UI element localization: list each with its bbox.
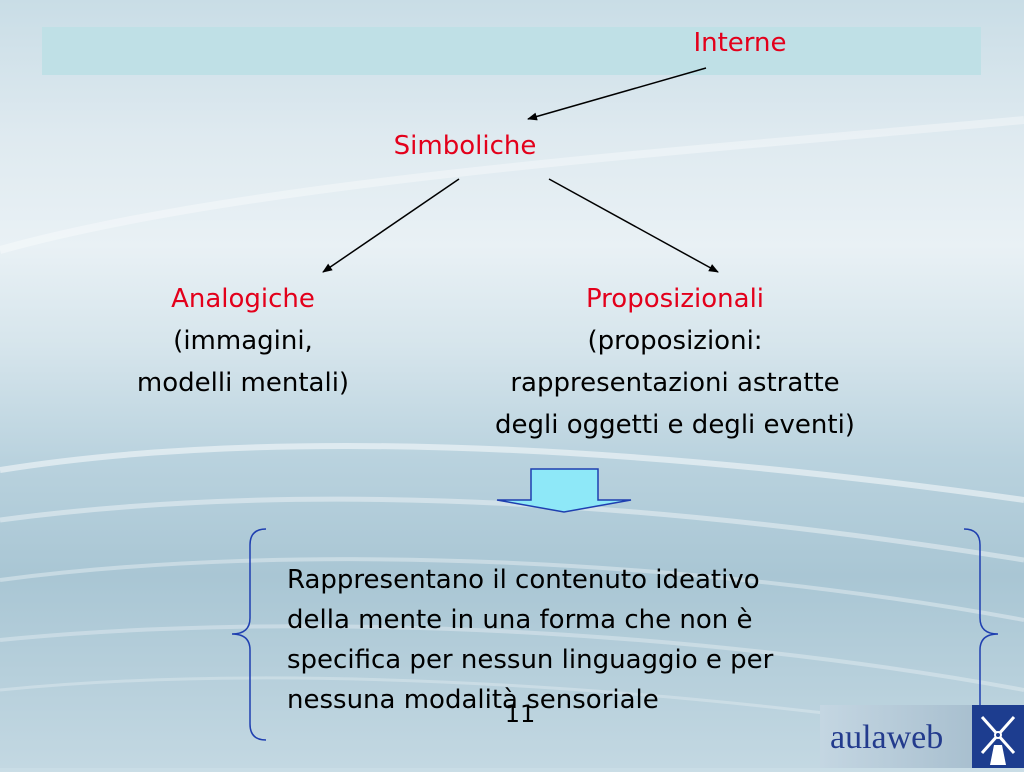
- node-interne: Interne: [693, 28, 787, 58]
- node-analogiche: Analogiche (immagini, modelli mentali): [88, 278, 398, 404]
- left-brace: [231, 528, 267, 741]
- node-simboliche: Simboliche: [393, 131, 537, 161]
- summary-line-3: specifica per nessun linguaggio e per: [287, 645, 774, 675]
- logo-text: aulaweb: [830, 719, 944, 756]
- arrow-simboliche-to-analogiche: [322, 178, 460, 273]
- summary-text: Rappresentano il contenuto ideativo dell…: [287, 560, 947, 720]
- summary-line-4: nessuna modalità sensoriale: [287, 685, 659, 715]
- summary-line-2: della mente in una forma che non è: [287, 605, 753, 635]
- summary-line-1: Rappresentano il contenuto ideativo: [287, 565, 760, 595]
- arrow-interne-to-simboliche: [527, 67, 707, 121]
- node-proposizionali-line-3: degli oggetti e degli eventi): [495, 410, 855, 440]
- node-analogiche-title: Analogiche: [171, 284, 315, 314]
- node-proposizionali-title: Proposizionali: [585, 284, 765, 314]
- title-band: [42, 27, 981, 75]
- node-proposizionali: Proposizionali (proposizioni: rappresent…: [420, 278, 930, 446]
- down-arrow-shape: [496, 468, 632, 513]
- aulaweb-logo: aulaweb: [820, 705, 1024, 768]
- node-analogiche-line-2: modelli mentali): [136, 368, 350, 398]
- node-proposizionali-line-1: (proposizioni:: [587, 326, 763, 356]
- slide-number: 11: [504, 700, 536, 728]
- arrow-simboliche-to-proposizionali: [548, 178, 719, 273]
- node-analogiche-line-1: (immagini,: [173, 326, 313, 356]
- windmill-icon: [972, 705, 1024, 768]
- node-proposizionali-line-2: rappresentazioni astratte: [510, 368, 840, 398]
